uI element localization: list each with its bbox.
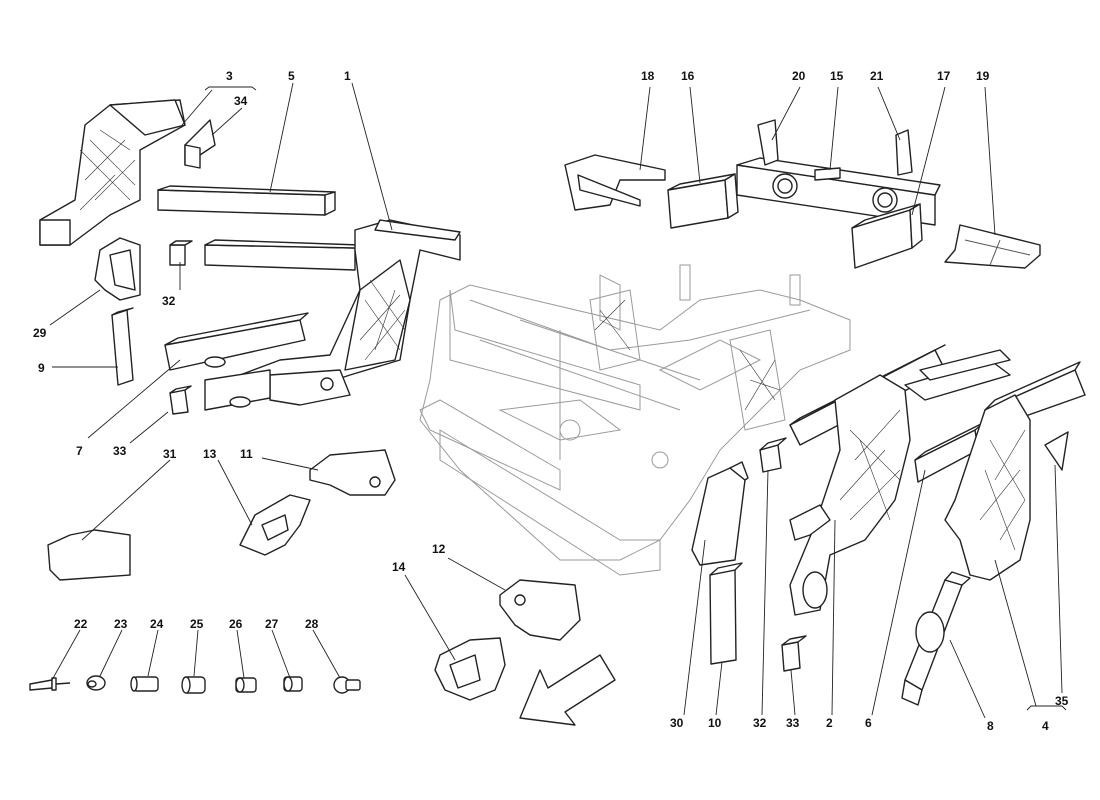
callout-4: 4 — [1042, 719, 1049, 733]
callout-24: 24 — [150, 617, 164, 631]
direction-arrow-icon — [519, 654, 616, 726]
part-5-long-beam — [157, 185, 336, 216]
part-14-bracket — [434, 637, 506, 701]
callout-28: 28 — [305, 617, 319, 631]
part-26-bolt — [235, 677, 257, 693]
part-8-beam — [901, 571, 971, 706]
callout-17: 17 — [937, 69, 951, 83]
callout-12: 12 — [432, 542, 446, 556]
part-2-right-frame — [789, 344, 946, 616]
callout-1: 1 — [344, 69, 351, 83]
callout-3: 3 — [226, 69, 233, 83]
part-4-right-frame — [944, 361, 1086, 581]
callout-5: 5 — [288, 69, 295, 83]
callout-30: 30 — [670, 716, 684, 730]
part-30-upright — [691, 461, 749, 566]
part-16-block — [667, 173, 739, 229]
callout-22: 22 — [74, 617, 88, 631]
part-23-rivet — [86, 675, 106, 691]
callout-26: 26 — [229, 617, 243, 631]
part-21-bracket — [895, 129, 913, 176]
callout-20: 20 — [792, 69, 806, 83]
callout-labels: 1 2 3 4 5 6 7 8 9 10 11 12 13 14 15 16 1… — [33, 69, 1069, 733]
callout-13: 13 — [203, 447, 217, 461]
part-9-pillar — [111, 307, 134, 386]
part-19-frame — [944, 224, 1041, 269]
callout-27: 27 — [265, 617, 279, 631]
part-13-bracket — [239, 494, 311, 556]
callout-34: 34 — [234, 94, 248, 108]
leader-lines — [49, 82, 1067, 719]
callout-35: 35 — [1055, 694, 1069, 708]
part-33-left-block — [169, 385, 192, 415]
part-17-block — [851, 203, 923, 269]
callout-8: 8 — [987, 719, 994, 733]
callout-18: 18 — [641, 69, 655, 83]
part-32-left-block — [169, 240, 193, 266]
callout-11: 11 — [240, 447, 253, 461]
part-28-bolt — [333, 676, 361, 694]
callout-14: 14 — [392, 560, 406, 574]
part-12-plate — [499, 579, 581, 641]
part-22-rivet — [29, 677, 71, 691]
callout-23: 23 — [114, 617, 128, 631]
part-31-pad — [47, 529, 131, 581]
callout-32-right: 32 — [753, 716, 767, 730]
part-3-upper-front-bracket — [39, 99, 186, 246]
main-frame-assembly — [419, 264, 851, 576]
part-10-post — [709, 562, 743, 665]
part-crossbar-upper-right — [904, 349, 1011, 401]
callout-25: 25 — [190, 617, 204, 631]
part-7-lower-beam — [164, 312, 309, 411]
part-25-bolt — [181, 676, 206, 694]
part-35-wedge — [1044, 431, 1069, 471]
part-32-right-block — [759, 437, 787, 473]
callout-33-left: 33 — [113, 444, 127, 458]
part-29-gusset — [94, 237, 141, 301]
callout-7: 7 — [76, 444, 83, 458]
callout-33-right: 33 — [786, 716, 800, 730]
callout-16: 16 — [681, 69, 695, 83]
part-15-crossmember — [736, 157, 941, 226]
callout-10: 10 — [708, 716, 722, 730]
callout-15: 15 — [830, 69, 844, 83]
callout-19: 19 — [976, 69, 990, 83]
callout-2: 2 — [826, 716, 833, 730]
callout-31: 31 — [163, 447, 177, 461]
part-24-bolt — [130, 676, 159, 692]
callout-29: 29 — [33, 326, 47, 340]
part-20-bracket — [757, 119, 779, 166]
callout-32-left: 32 — [162, 294, 176, 308]
part-11-plate — [309, 449, 396, 496]
part-27-bolt — [283, 676, 303, 692]
callout-6: 6 — [865, 716, 872, 730]
part-34-wedge — [184, 119, 216, 169]
part-18-bracket — [564, 154, 666, 211]
part-1-left-frame — [204, 219, 461, 406]
part-33-right-block — [781, 635, 807, 672]
callout-9: 9 — [38, 361, 45, 375]
callout-21: 21 — [870, 69, 884, 83]
